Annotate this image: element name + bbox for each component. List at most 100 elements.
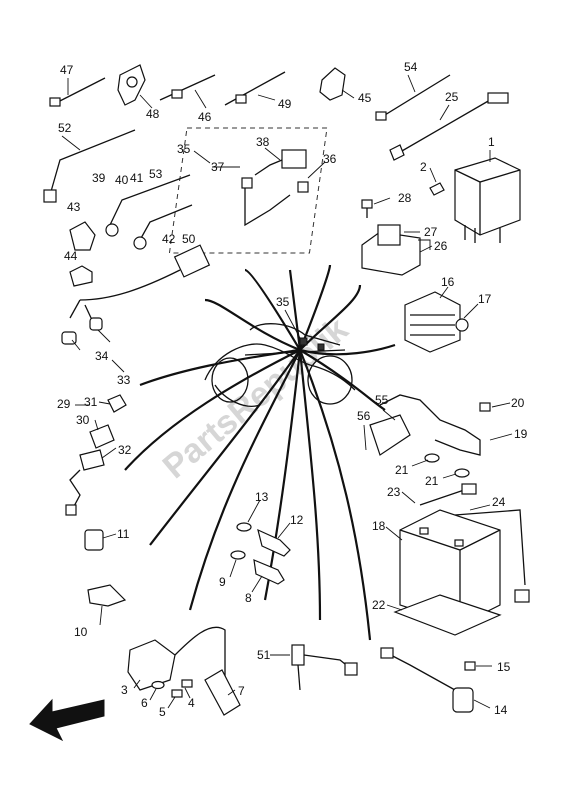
callout-36: 36 <box>323 152 337 166</box>
callout-2: 2 <box>420 160 427 174</box>
callout-20: 20 <box>511 396 525 410</box>
callout-18: 18 <box>372 519 386 533</box>
lead-52 <box>43 129 136 203</box>
callout-46: 46 <box>198 110 212 124</box>
switch-29 <box>65 394 127 516</box>
callout-29: 29 <box>57 397 71 411</box>
callout-15: 15 <box>497 660 511 674</box>
washer-13 <box>236 522 252 532</box>
callout-47: 47 <box>60 63 74 77</box>
bolt-5 <box>171 689 183 698</box>
callout-52: 52 <box>58 121 72 135</box>
band-49 <box>224 71 286 106</box>
callout-44: 44 <box>64 249 78 263</box>
callout-41: 41 <box>130 171 144 185</box>
callout-1: 1 <box>488 135 495 149</box>
callout-24: 24 <box>492 495 506 509</box>
callout-labels: 47 48 46 49 45 54 25 52 35 38 37 36 1 39… <box>57 60 528 719</box>
callout-6: 6 <box>141 696 148 710</box>
coupler-43 <box>69 221 96 251</box>
rectifier-16 <box>404 291 461 353</box>
lead-25 <box>389 92 509 161</box>
starter-relay-26 <box>361 224 421 276</box>
sensor-51 <box>291 644 358 691</box>
callout-53: 53 <box>149 167 163 181</box>
callout-26: 26 <box>434 239 448 253</box>
bolt-15 <box>464 661 476 671</box>
callout-22: 22 <box>372 598 386 612</box>
callout-50: 50 <box>182 232 196 246</box>
ignition-coil-3 <box>127 626 226 691</box>
callout-11: 11 <box>117 527 130 541</box>
plug-cap-7 <box>204 669 241 716</box>
callout-37: 37 <box>211 160 225 174</box>
callout-35a: 35 <box>177 142 191 156</box>
bolt-2 <box>429 182 445 196</box>
battery-18 <box>399 509 501 626</box>
clamp-48 <box>117 64 146 106</box>
bolt-4 <box>181 679 193 688</box>
callout-10: 10 <box>74 625 88 639</box>
callout-21b: 21 <box>425 474 439 488</box>
frame-outline <box>204 323 356 407</box>
cable-tie-54 <box>375 74 451 121</box>
callout-56: 56 <box>357 409 371 423</box>
callout-19: 19 <box>514 427 528 441</box>
callout-33: 33 <box>117 373 131 387</box>
callout-40: 40 <box>115 173 129 187</box>
band-46 <box>159 74 216 101</box>
callout-21a: 21 <box>395 463 409 477</box>
subassembly-box <box>168 127 328 254</box>
callout-49: 49 <box>278 97 292 111</box>
callout-12: 12 <box>290 513 304 527</box>
collar-21b <box>454 468 470 478</box>
cdi-unit-1 <box>454 157 521 243</box>
callout-28: 28 <box>398 191 412 205</box>
relay-38 <box>241 149 309 227</box>
battery-band-22 <box>393 594 502 636</box>
callout-34: 34 <box>95 349 109 363</box>
callout-42: 42 <box>162 232 176 246</box>
callout-43: 43 <box>67 200 81 214</box>
lead-42-50 <box>133 204 193 250</box>
callout-14: 14 <box>494 703 508 717</box>
sensor-10 <box>87 584 127 607</box>
callout-35b: 35 <box>276 295 290 309</box>
direction-arrow <box>29 698 105 742</box>
nut-17 <box>455 318 469 332</box>
sub-harness <box>61 244 211 345</box>
bolt-28 <box>361 199 373 218</box>
callout-13: 13 <box>255 490 269 504</box>
callout-30: 30 <box>76 413 90 427</box>
coupler-44 <box>69 265 93 287</box>
collar-21a <box>424 453 440 463</box>
switch-12 <box>257 528 291 557</box>
callout-23: 23 <box>387 485 401 499</box>
switch-14 <box>380 647 474 713</box>
callout-38: 38 <box>256 135 270 149</box>
bracket-55 <box>369 394 481 456</box>
battery-lead-24 <box>454 509 530 603</box>
callout-48: 48 <box>146 107 160 121</box>
switch-8 <box>253 559 285 585</box>
callout-3: 3 <box>121 683 128 697</box>
bolt-20 <box>479 402 491 412</box>
sensor-11 <box>84 529 104 551</box>
watermark: PartsRepublik <box>156 310 356 486</box>
washer-9 <box>230 550 246 560</box>
callout-16: 16 <box>441 275 455 289</box>
callout-25: 25 <box>445 90 459 104</box>
callout-55: 55 <box>375 393 389 407</box>
callout-9: 9 <box>219 575 226 589</box>
leader-lines <box>61 74 513 709</box>
cable-tie-47 <box>49 77 106 107</box>
lead-39-41 <box>105 174 191 237</box>
callout-8: 8 <box>245 591 252 605</box>
callout-51: 51 <box>257 648 271 662</box>
callout-4: 4 <box>188 696 195 710</box>
callout-39: 39 <box>92 171 106 185</box>
callout-45: 45 <box>358 91 372 105</box>
callout-5: 5 <box>159 705 166 719</box>
clamp-45 <box>319 67 346 101</box>
